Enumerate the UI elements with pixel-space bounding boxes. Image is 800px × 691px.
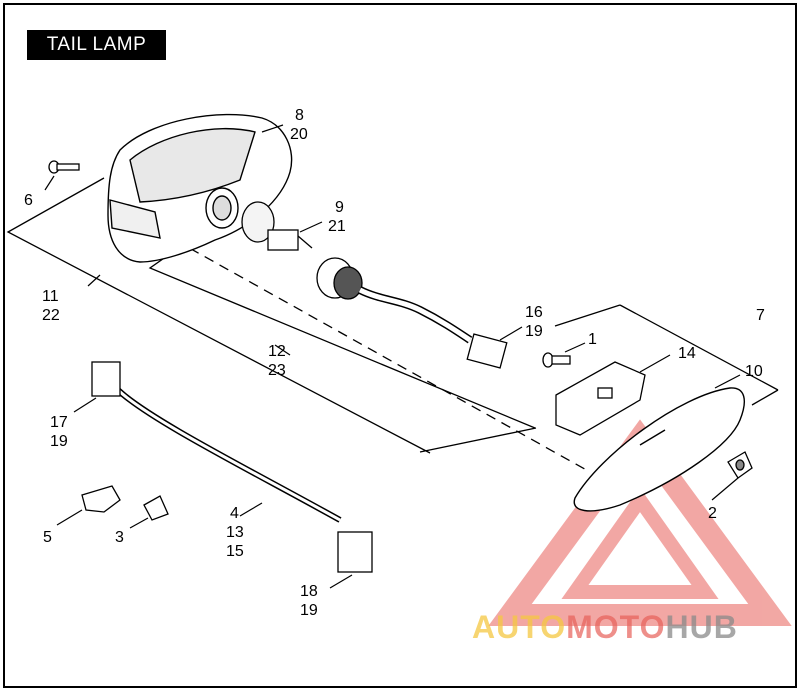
callout-10: 10	[745, 363, 763, 380]
nut-clip	[727, 451, 753, 479]
callout-2: 2	[708, 505, 717, 522]
watermark-text: AUTOMOTOHUB	[472, 609, 794, 649]
diagram-title: TAIL LAMP	[27, 30, 166, 60]
leader-lines	[44, 124, 741, 589]
callout-13: 13	[226, 524, 244, 541]
callout-14: 14	[678, 345, 696, 362]
watermark-part-1: AUTO	[472, 609, 567, 645]
watermark-part-3: HUB	[665, 609, 738, 645]
callout-15: 15	[226, 543, 244, 560]
callout-17: 17	[50, 414, 68, 431]
callout-16: 16	[525, 304, 543, 321]
callout-22: 22	[42, 307, 60, 324]
screw-1	[542, 352, 571, 368]
callout-labels: 8 20 6 9 21 11 22 16 19 1 7 12 23 14 10 …	[24, 107, 765, 619]
callout-3: 3	[115, 529, 124, 546]
callout-11: 11	[42, 288, 59, 305]
screw-6	[48, 160, 80, 174]
callout-4: 4	[230, 505, 239, 522]
callout-8: 8	[295, 107, 304, 124]
callout-9: 9	[335, 199, 344, 216]
bulb-socket	[316, 257, 508, 369]
callout-1: 1	[588, 331, 597, 348]
lamp-lens	[573, 387, 746, 512]
circuit-board	[555, 361, 646, 436]
callout-5: 5	[43, 529, 52, 546]
cable-clip-3	[143, 495, 169, 521]
lamp-bulb	[241, 201, 313, 251]
dashed-axis	[174, 239, 591, 473]
callout-12: 12	[268, 343, 286, 360]
callout-7: 7	[756, 307, 765, 324]
watermark-part-2: MOTO	[566, 609, 666, 645]
callout-19-c: 19	[300, 602, 318, 619]
callout-18: 18	[300, 583, 318, 600]
cable-clip-5	[81, 485, 121, 513]
callout-19-b: 19	[50, 433, 68, 450]
callout-20: 20	[290, 126, 308, 143]
callout-23: 23	[268, 362, 286, 379]
callout-19-a: 19	[525, 323, 543, 340]
diagram-frame	[3, 3, 797, 688]
callout-21: 21	[328, 218, 346, 235]
watermark-logo	[488, 419, 792, 626]
wire-harness	[91, 361, 373, 573]
callout-6: 6	[24, 192, 33, 209]
lamp-housing	[107, 113, 293, 263]
